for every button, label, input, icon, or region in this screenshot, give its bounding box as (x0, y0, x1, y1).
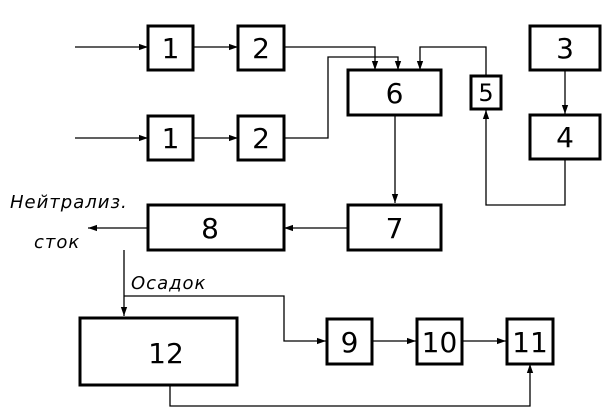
neutralized-effluent-label-line2: сток (34, 232, 80, 253)
block-6: 6 (346, 68, 443, 117)
block-label: 2 (252, 122, 270, 155)
block-1-bottom: 1 (146, 114, 195, 162)
block-1-top: 1 (146, 24, 195, 72)
block-3: 3 (528, 24, 602, 72)
block-10: 10 (415, 317, 464, 366)
arrow-sediment-to-9 (124, 295, 326, 345)
block-label: 1 (162, 32, 180, 65)
block-9: 9 (325, 317, 374, 366)
sediment-label: Осадок (131, 273, 206, 294)
arrow-2-top-to-6 (284, 46, 379, 70)
block-12: 12 (78, 316, 239, 387)
arrow-12-to-11 (169, 364, 534, 407)
block-label: 11 (512, 326, 548, 359)
block-11: 11 (505, 317, 555, 366)
block-label: 6 (386, 77, 404, 110)
arrow-4-to-5 (482, 110, 566, 206)
block-2-top: 2 (236, 24, 286, 72)
block-label: 4 (556, 121, 574, 154)
block-label: 9 (341, 326, 359, 359)
block-7: 7 (346, 203, 443, 252)
neutralized-effluent-label: Нейтрализ. (10, 192, 128, 213)
block-label: 3 (556, 32, 574, 65)
block-4: 4 (528, 113, 602, 161)
block-5: 5 (469, 74, 503, 111)
block-label: 10 (422, 326, 458, 359)
arrow-2-bottom-to-6 (284, 56, 402, 139)
connectors (75, 43, 569, 407)
block-2-bottom: 2 (236, 114, 286, 162)
block-label: 1 (162, 122, 180, 155)
block-label: 7 (386, 212, 404, 245)
block-label: 5 (478, 79, 493, 107)
block-8: 8 (146, 203, 286, 252)
block-label: 12 (148, 337, 184, 370)
block-label: 2 (252, 32, 270, 65)
block-label: 8 (201, 212, 219, 245)
arrow-5-to-6 (416, 46, 487, 76)
